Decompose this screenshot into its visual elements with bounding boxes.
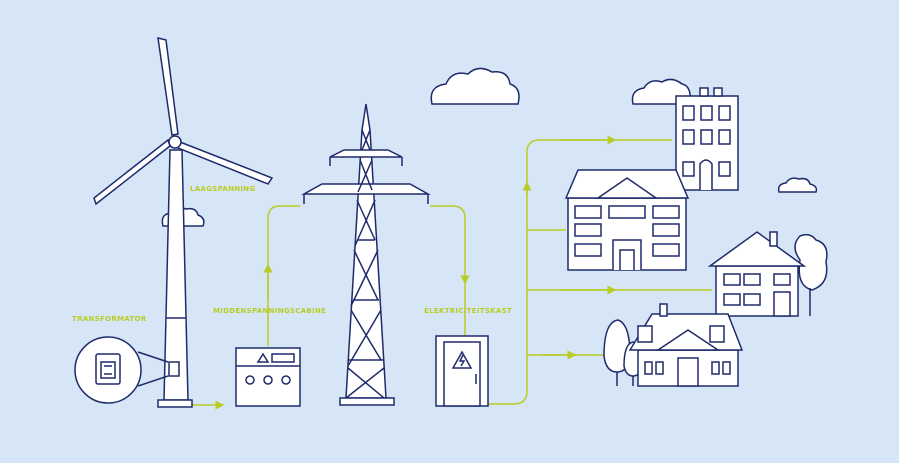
house: [707, 231, 828, 317]
transformer-detail: [74, 336, 169, 404]
cloud-icon: [430, 67, 520, 105]
office-building: [564, 169, 690, 271]
label-middenspanningscabine: MIDDENSPANNINGSCABINE: [213, 307, 327, 315]
label-elektriciteitskast: ELEKTRICITEITSKAST: [424, 307, 512, 315]
medium-voltage-cabin: [235, 347, 301, 407]
wind-turbine: [93, 37, 274, 408]
electricity-cabinet: [435, 335, 489, 407]
label-transformator: TRANSFORMATOR: [72, 315, 147, 323]
transmission-pylon: [301, 103, 431, 406]
apartment-building: [675, 87, 739, 191]
house: [603, 303, 744, 387]
label-laagspanning: LAAGSPANNING: [190, 185, 256, 193]
cloud-icon: [777, 177, 818, 193]
